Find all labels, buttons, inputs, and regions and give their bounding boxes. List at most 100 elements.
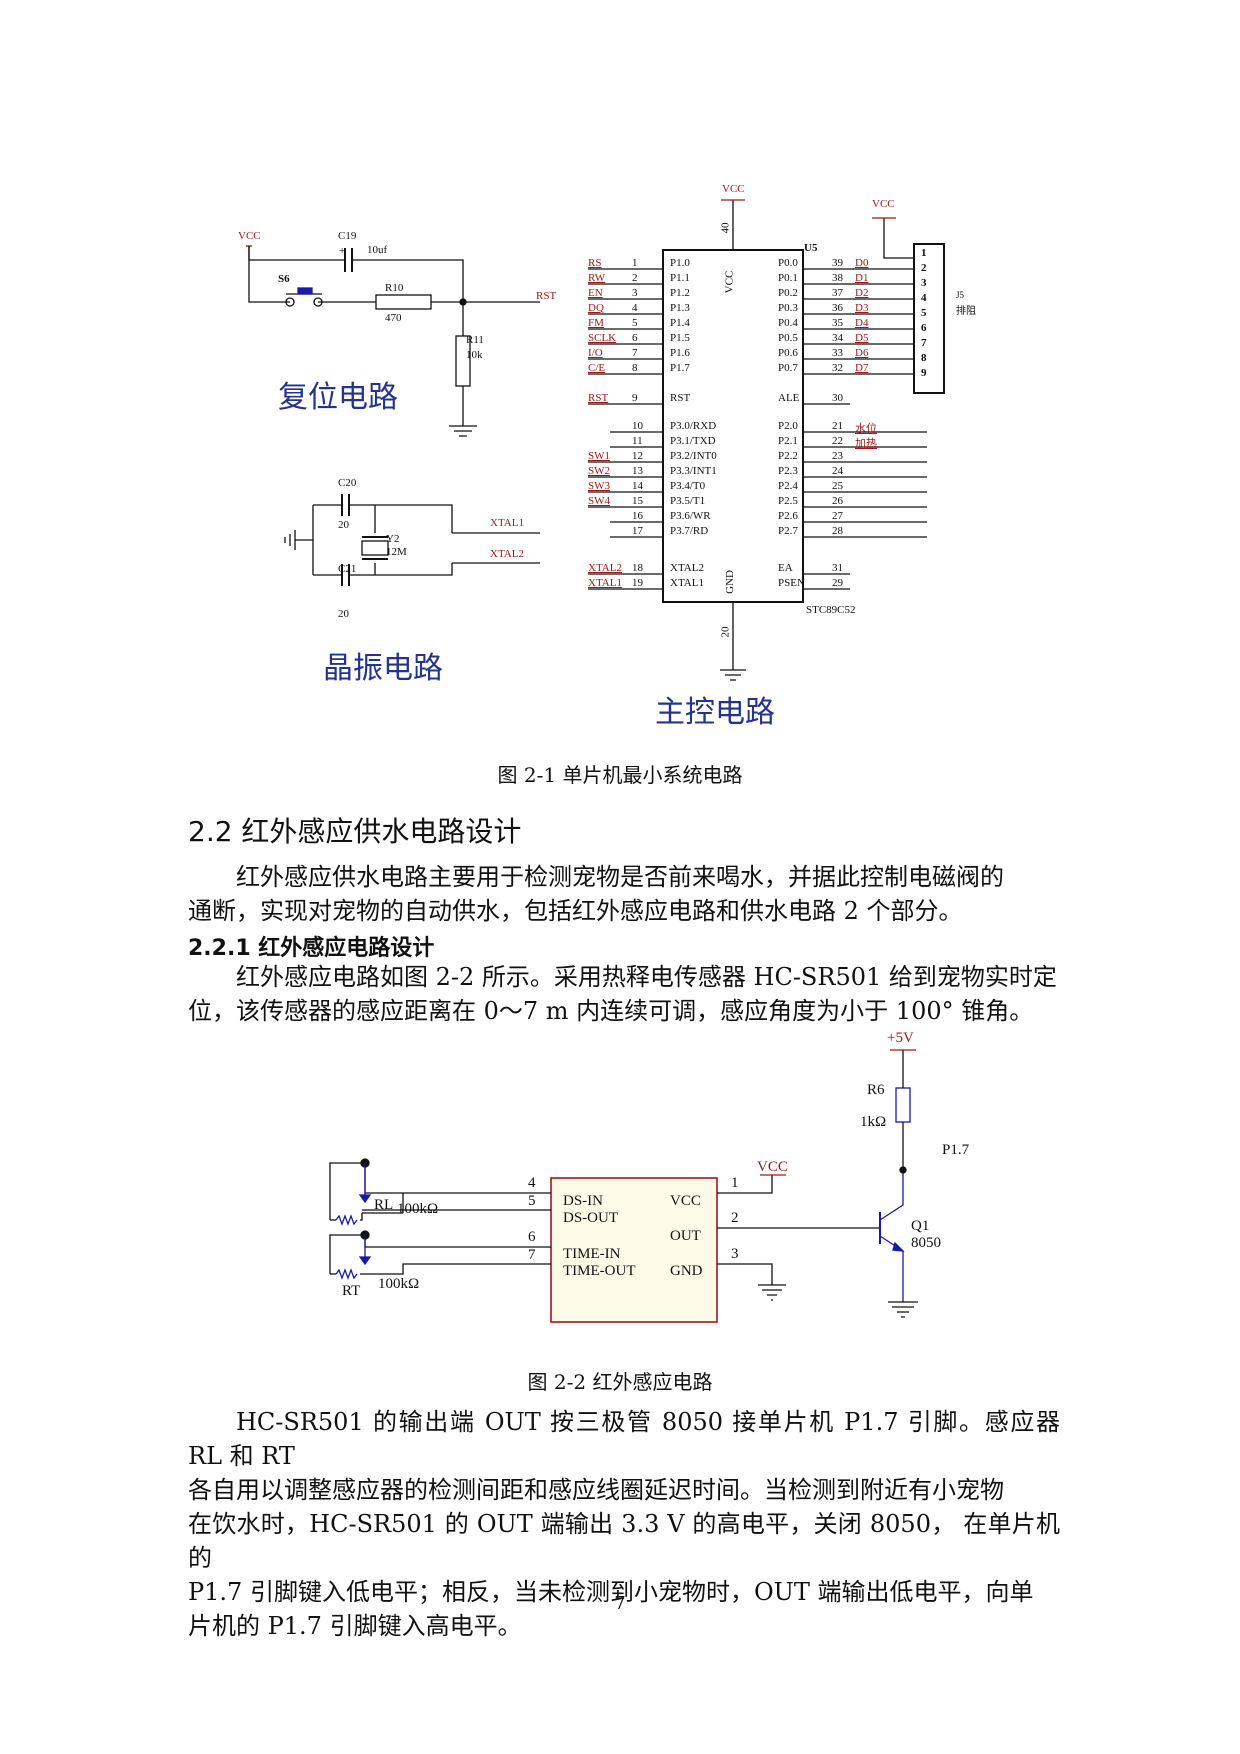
- chip-left-pin-name: RST: [670, 392, 691, 404]
- header-pin-number: 7: [921, 337, 927, 349]
- chip-left-pin-name: P3.0/RXD: [670, 420, 717, 432]
- chip-right-pin-name: EA: [778, 562, 793, 574]
- pin-num-4: 4: [528, 1175, 536, 1191]
- module-out: OUT: [670, 1228, 701, 1244]
- rl-label: RL: [374, 1197, 394, 1213]
- chip-right-pin-number: 26: [832, 495, 843, 507]
- chip-right-pin-name: P0.5: [778, 332, 798, 344]
- chip-right-pin-number: 30: [832, 392, 843, 404]
- output-description-paragraph: HC-SR501 的输出端 OUT 按三极管 8050 接单片机 P1.7 引脚…: [188, 1405, 1060, 1643]
- chip-right-net-label: 水位: [855, 423, 877, 435]
- chip-right-pin-number: 35: [832, 317, 843, 329]
- xtal2-label: XTAL2: [490, 548, 524, 560]
- chip-right-pin-name: P2.4: [778, 480, 798, 492]
- header-name: 排阻: [956, 306, 976, 317]
- pin-num-5: 5: [528, 1193, 536, 1209]
- chip-right-net-label: 加热: [855, 438, 877, 450]
- chip-right-pin-name: P0.6: [778, 347, 798, 359]
- chip-right-net-label: D1: [855, 272, 869, 284]
- chip-right-pin-number: 33: [832, 347, 843, 359]
- chip-right-net-label: D6: [855, 347, 869, 359]
- chip-left-pin-number: 5: [632, 317, 638, 329]
- chip-right-pin-number: 34: [832, 332, 843, 344]
- chip-right-pin-name: P2.1: [778, 435, 798, 447]
- para-line: 红外感应供水电路主要用于检测宠物是否前来喝水，并据此控制电磁阀的: [236, 863, 1004, 891]
- header-vcc-label: VCC: [872, 198, 895, 210]
- chip-right-net-label: D3: [855, 302, 869, 314]
- chip-left-pin-name: P1.6: [670, 347, 690, 359]
- c20-value: 20: [338, 519, 349, 531]
- chip-left-pin-number: 17: [632, 525, 643, 537]
- chip-left-net-label: SW3: [588, 480, 610, 492]
- y2-value: 12M: [386, 546, 407, 558]
- chip-right-pin-number: 37: [832, 287, 843, 299]
- chip-left-pin-name: P1.2: [670, 287, 690, 299]
- reset-rst-label: RST: [536, 290, 557, 302]
- chip-left-pin-name: P1.1: [670, 272, 690, 284]
- rt-label: RT: [342, 1283, 361, 1299]
- chip-left-pin-name: P3.7/RD: [670, 525, 709, 537]
- r11-label: R11: [466, 334, 484, 346]
- chip-left-pin-number: 9: [632, 392, 638, 404]
- r6-value: 1kΩ: [860, 1114, 887, 1130]
- chip-left-net-label: SW4: [588, 495, 610, 507]
- c19-plus: +: [339, 245, 346, 257]
- para-line: 各自用以调整感应器的检测间距和感应线圈延迟时间。当检测到附近有小宠物: [188, 1476, 1004, 1504]
- chip-right-pin-name: P0.7: [778, 362, 798, 374]
- c21-value: 20: [338, 608, 349, 620]
- chip-right-pin-number: 29: [832, 577, 843, 589]
- section-2-2-1-heading: 2.2.1 红外感应电路设计: [188, 936, 435, 961]
- section-2-2-1-paragraph: 红外感应电路如图 2-2 所示。采用热释电传感器 HC-SR501 给到宠物实时…: [188, 960, 1060, 1028]
- chip-left-pin-name: XTAL2: [670, 562, 704, 574]
- rl-value: 100kΩ: [397, 1201, 439, 1217]
- figure-2-2-schematic: [329, 1049, 918, 1323]
- section-2-2-heading: 2.2 红外感应供水电路设计: [188, 815, 522, 848]
- chip-left-net-label: RS: [588, 257, 602, 269]
- chip-left-net-label: DQ: [588, 302, 604, 314]
- para-line: 红外感应电路如图 2-2 所示。采用热释电传感器 HC-SR501 给到宠物实时…: [236, 963, 1057, 991]
- chip-right-pin-name: P0.0: [778, 257, 798, 269]
- header-pin-number: 5: [921, 307, 927, 319]
- xtal1-label: XTAL1: [490, 517, 524, 529]
- header-pin-number: 4: [921, 292, 927, 304]
- chip-right-pin-name: P2.6: [778, 510, 798, 522]
- rt-value: 100kΩ: [378, 1276, 420, 1292]
- para-line: 在饮水时，HC-SR501 的 OUT 端输出 3.3 V 的高电平，关闭 80…: [188, 1510, 1060, 1572]
- chip-left-pin-number: 10: [632, 420, 643, 432]
- section-2-2-paragraph: 红外感应供水电路主要用于检测宠物是否前来喝水，并据此控制电磁阀的 通断，实现对宠…: [188, 860, 1060, 928]
- chip-left-net-label: SW1: [588, 450, 610, 462]
- module-ds-in: DS-IN: [563, 1193, 603, 1209]
- header-pin-number: 8: [921, 352, 927, 364]
- chip-left-pin-name: P3.1/TXD: [670, 435, 716, 447]
- crystal-circuit-title: 晶振电路: [323, 651, 443, 686]
- chip-right-net-label: D7: [855, 362, 869, 374]
- c19-value: 10uf: [367, 244, 388, 256]
- chip-right-pin-name: P2.7: [778, 525, 798, 537]
- chip-right-net-label: D2: [855, 287, 869, 299]
- chip-right-pin-number: 27: [832, 510, 843, 522]
- figure-2-1-caption: 图 2-1 单片机最小系统电路: [497, 763, 743, 787]
- chip-left-net-label: SCLK: [588, 332, 617, 344]
- header-pin-number: 6: [921, 322, 927, 334]
- chip-vcc-pin-label: VCC: [723, 270, 736, 294]
- para-line: 位，该传感器的感应距离在 0～7 m 内连续可调，感应角度为小于 100° 锥角…: [188, 997, 1034, 1025]
- chip-right-pin-number: 21: [832, 420, 843, 432]
- chip-left-pin-number: 1: [632, 257, 638, 269]
- figure-2-2-caption: 图 2-2 红外感应电路: [527, 1370, 713, 1394]
- chip-left-pin-name: P1.7: [670, 362, 690, 374]
- pin-num-2: 2: [731, 1210, 739, 1226]
- chip-left-pin-name: P3.2/INT0: [670, 450, 717, 462]
- chip-left-pin-number: 12: [632, 450, 643, 462]
- chip-left-pin-name: XTAL1: [670, 577, 704, 589]
- chip-left-pin-number: 11: [632, 435, 643, 447]
- main-vcc-label: VCC: [722, 183, 745, 195]
- chip-left-pin-number: 7: [632, 347, 638, 359]
- main-circuit-title: 主控电路: [655, 695, 775, 730]
- pin-num-7: 7: [528, 1247, 536, 1263]
- chip-left-net-label: RW: [588, 272, 606, 284]
- chip-right-pin-name: P0.3: [778, 302, 798, 314]
- pin-num-3: 3: [731, 1246, 739, 1262]
- chip-left-pin-name: P3.5/T1: [670, 495, 706, 507]
- header-pin-number: 9: [921, 367, 927, 379]
- s6-label: S6: [278, 273, 290, 285]
